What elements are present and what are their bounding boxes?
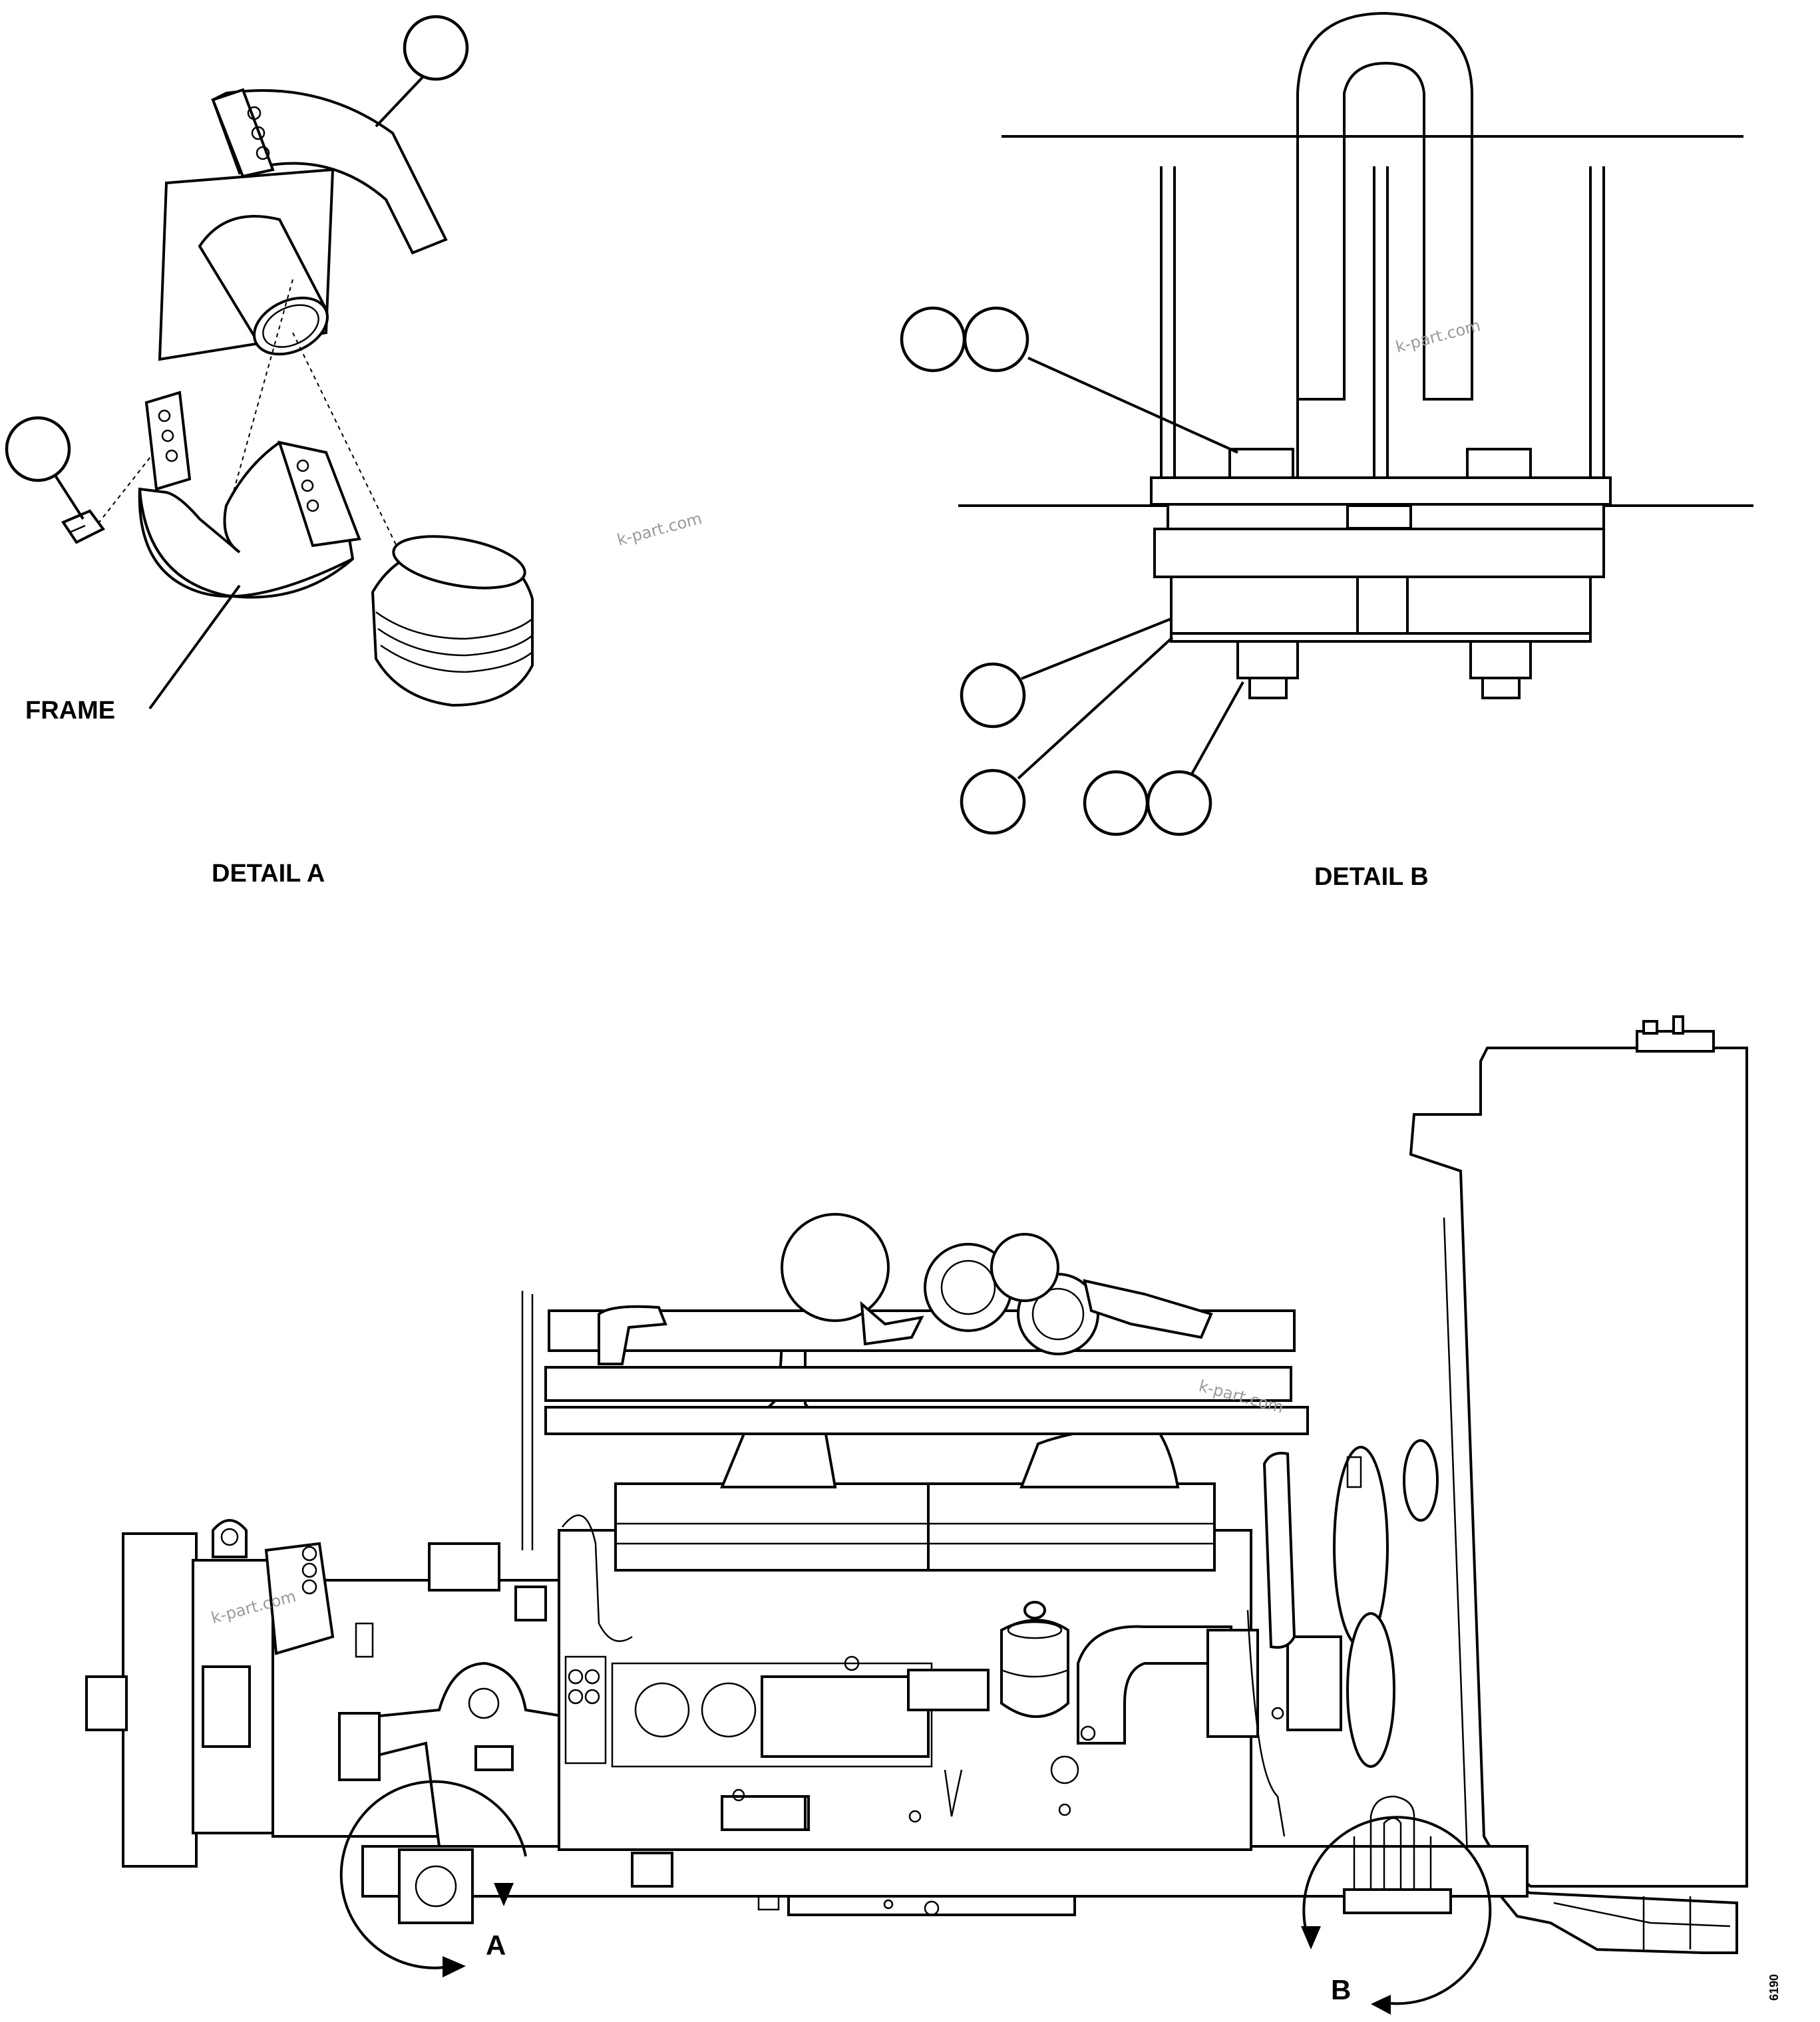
callout-balloon [5, 416, 71, 482]
figure-code: 6190 [1767, 1974, 1781, 2001]
callout-balloon [900, 306, 966, 373]
detail-b-drawing [900, 11, 1753, 836]
callout-balloon [1083, 770, 1149, 836]
callout-balloon [403, 15, 469, 81]
callout-balloon [1146, 770, 1212, 836]
detail-a-drawing [5, 15, 534, 710]
callout-balloon [960, 662, 1026, 729]
frame-label: FRAME [25, 697, 115, 725]
watermark: k-part.com [1393, 316, 1482, 357]
watermark: k-part.com [615, 509, 703, 550]
detail-b-title: DETAIL B [1314, 863, 1429, 891]
callout-b-marker [1301, 1795, 1492, 2015]
callout-balloon [960, 768, 1026, 835]
callout-b-label: B [1331, 1974, 1351, 2005]
callout-a-marker [339, 1780, 527, 1977]
callout-balloon [963, 306, 1029, 373]
detail-a-title: DETAIL A [212, 860, 325, 888]
engine-assembly-drawing [85, 1015, 1748, 1954]
callout-a-label: A [486, 1930, 506, 1961]
